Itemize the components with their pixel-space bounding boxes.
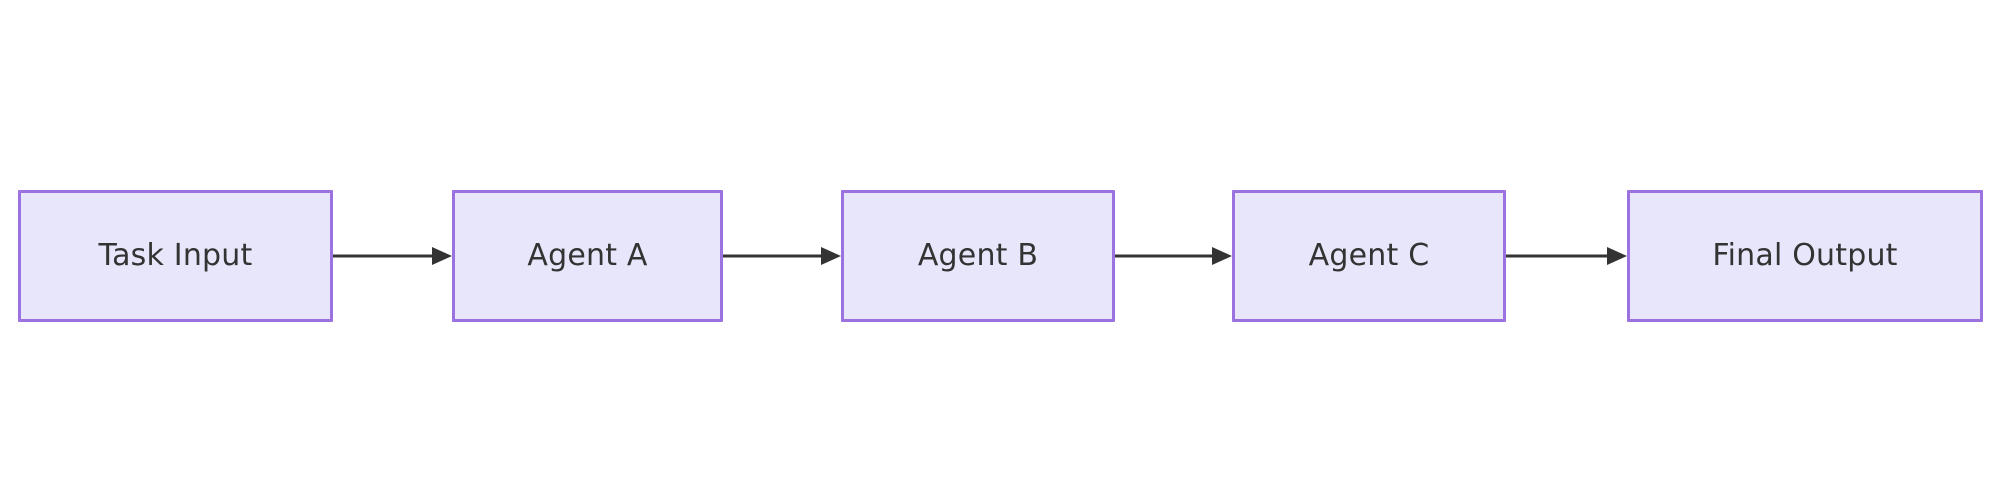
arrow-icon: [1506, 247, 1627, 265]
edge-agent-b-to-agent-c: [1115, 190, 1232, 322]
flow-sequence: Task Input Agent A Agent B: [0, 190, 2000, 322]
edge-task-input-to-agent-a: [333, 190, 452, 322]
edge-agent-a-to-agent-b: [723, 190, 841, 322]
node-agent-c-label: Agent C: [1308, 238, 1430, 273]
edge-agent-c-to-final-output: [1506, 190, 1627, 322]
node-final-output-label: Final Output: [1712, 238, 1898, 273]
arrow-icon: [723, 247, 841, 265]
node-agent-b-label: Agent B: [917, 238, 1039, 273]
left-margin-spacer: [0, 190, 18, 322]
node-task-input-label: Task Input: [98, 238, 253, 273]
arrow-icon: [333, 247, 452, 265]
arrow-icon: [1115, 247, 1232, 265]
node-task-input[interactable]: Task Input: [18, 190, 333, 322]
node-agent-c[interactable]: Agent C: [1232, 190, 1506, 322]
node-agent-a-label: Agent A: [527, 238, 648, 273]
node-agent-b[interactable]: Agent B: [841, 190, 1115, 322]
node-agent-a[interactable]: Agent A: [452, 190, 723, 322]
node-final-output[interactable]: Final Output: [1627, 190, 1983, 322]
